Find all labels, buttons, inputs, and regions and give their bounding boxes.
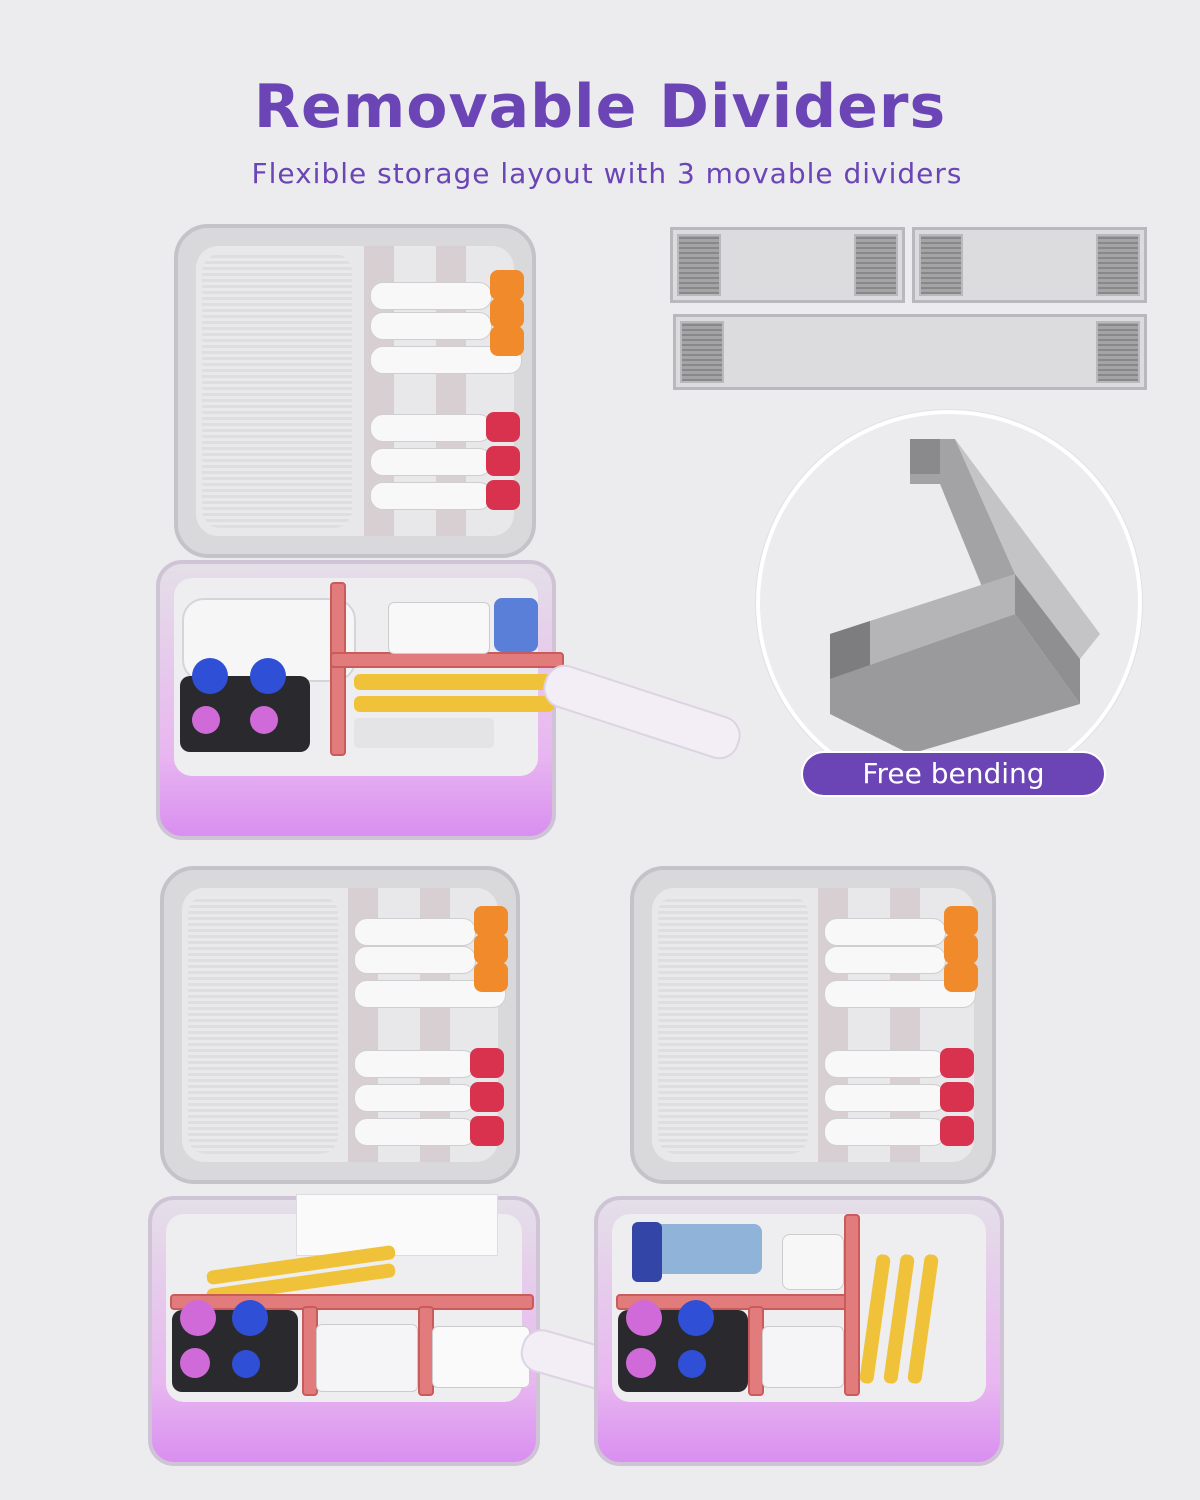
syringe	[370, 282, 492, 310]
mesh-pocket	[658, 896, 808, 1154]
mesh-pocket	[188, 896, 338, 1154]
insulin-pen	[824, 1118, 946, 1146]
needle-cap	[474, 934, 508, 964]
vial	[678, 1350, 706, 1378]
pen-cap	[486, 480, 520, 510]
lancet-pen	[354, 980, 506, 1008]
lid-interior	[182, 888, 508, 1162]
needle-cap	[944, 962, 978, 992]
syringe	[824, 946, 946, 974]
vial	[232, 1350, 260, 1378]
case-base	[594, 1196, 1004, 1466]
insulin-pen	[824, 1084, 946, 1112]
case-medium-open	[148, 866, 630, 1476]
velcro-tab	[854, 234, 898, 296]
syringe	[370, 312, 492, 340]
lid-interior	[196, 246, 524, 536]
pen-cap	[470, 1116, 504, 1146]
divider-strip-2	[912, 227, 1147, 303]
inhaler-mouthpiece	[632, 1222, 662, 1282]
syringe-pack	[354, 674, 554, 690]
vial	[180, 1348, 210, 1378]
pen-cap	[940, 1048, 974, 1078]
syringe-pack	[354, 696, 554, 712]
movable-divider	[844, 1214, 860, 1396]
pen-cap	[486, 446, 520, 476]
case-base	[156, 560, 564, 840]
base-interior	[166, 1194, 534, 1402]
base-interior	[174, 578, 564, 776]
bent-divider-image	[830, 439, 1100, 754]
pen-needle-box	[316, 1324, 418, 1392]
case-lid	[160, 866, 520, 1184]
page-title: Removable Dividers	[253, 72, 947, 142]
insulin-pen	[824, 1050, 946, 1078]
instruction-card	[296, 1194, 498, 1256]
needle-cap	[490, 326, 524, 356]
pen-cap	[470, 1082, 504, 1112]
needle-cap	[944, 906, 978, 936]
pen-cap	[470, 1048, 504, 1078]
velcro-tab	[1096, 321, 1140, 383]
case-small-open	[594, 866, 1050, 1476]
pen-cap	[486, 412, 520, 442]
needle-cap	[944, 934, 978, 964]
case-base	[148, 1194, 540, 1466]
insulin-pen	[370, 448, 492, 476]
velcro-tab	[680, 321, 724, 383]
vial	[626, 1348, 656, 1378]
needle-cap	[474, 962, 508, 992]
vial	[192, 658, 228, 694]
syringe	[354, 946, 476, 974]
test-strip-bottle	[388, 602, 490, 654]
vial	[626, 1300, 662, 1336]
needle-cap	[490, 298, 524, 328]
pen-cap	[940, 1116, 974, 1146]
case-lid	[174, 224, 536, 558]
movable-divider	[330, 652, 564, 668]
velcro-tab	[919, 234, 963, 296]
case-large-open	[156, 220, 750, 840]
divider-strip-3	[673, 314, 1147, 390]
page-subtitle: Flexible storage layout with 3 movable d…	[251, 157, 963, 190]
test-strip-bottles	[432, 1326, 530, 1388]
needle-cap	[474, 906, 508, 936]
insulin-pen	[370, 482, 492, 510]
mesh-pocket	[202, 254, 352, 528]
pill-bottle	[782, 1234, 844, 1290]
insulin-pen	[370, 414, 492, 442]
insulin-pen	[354, 1050, 476, 1078]
movable-divider	[330, 582, 346, 756]
free-bending-badge: Free bending	[801, 751, 1106, 797]
syringe	[824, 918, 946, 946]
insulin-pen	[354, 1084, 476, 1112]
cotton-swabs	[354, 718, 494, 748]
bent-divider-closeup	[756, 410, 1142, 796]
insulin-pen	[354, 1118, 476, 1146]
velcro-tab	[1096, 234, 1140, 296]
vial	[232, 1300, 268, 1336]
vial	[192, 706, 220, 734]
vial	[250, 706, 278, 734]
pen-cap	[940, 1082, 974, 1112]
base-interior	[612, 1214, 986, 1402]
syringe	[354, 918, 476, 946]
divider-strip-1	[670, 227, 905, 303]
vial	[180, 1300, 216, 1336]
vial	[678, 1300, 714, 1336]
case-lid	[630, 866, 996, 1184]
lancet-box	[494, 598, 538, 652]
pen-needle-box	[762, 1326, 844, 1388]
wrist-strap	[538, 659, 746, 765]
vial	[250, 658, 286, 694]
movable-divider	[170, 1294, 534, 1310]
velcro-tab	[677, 234, 721, 296]
lid-interior	[652, 888, 978, 1162]
needle-cap	[490, 270, 524, 300]
